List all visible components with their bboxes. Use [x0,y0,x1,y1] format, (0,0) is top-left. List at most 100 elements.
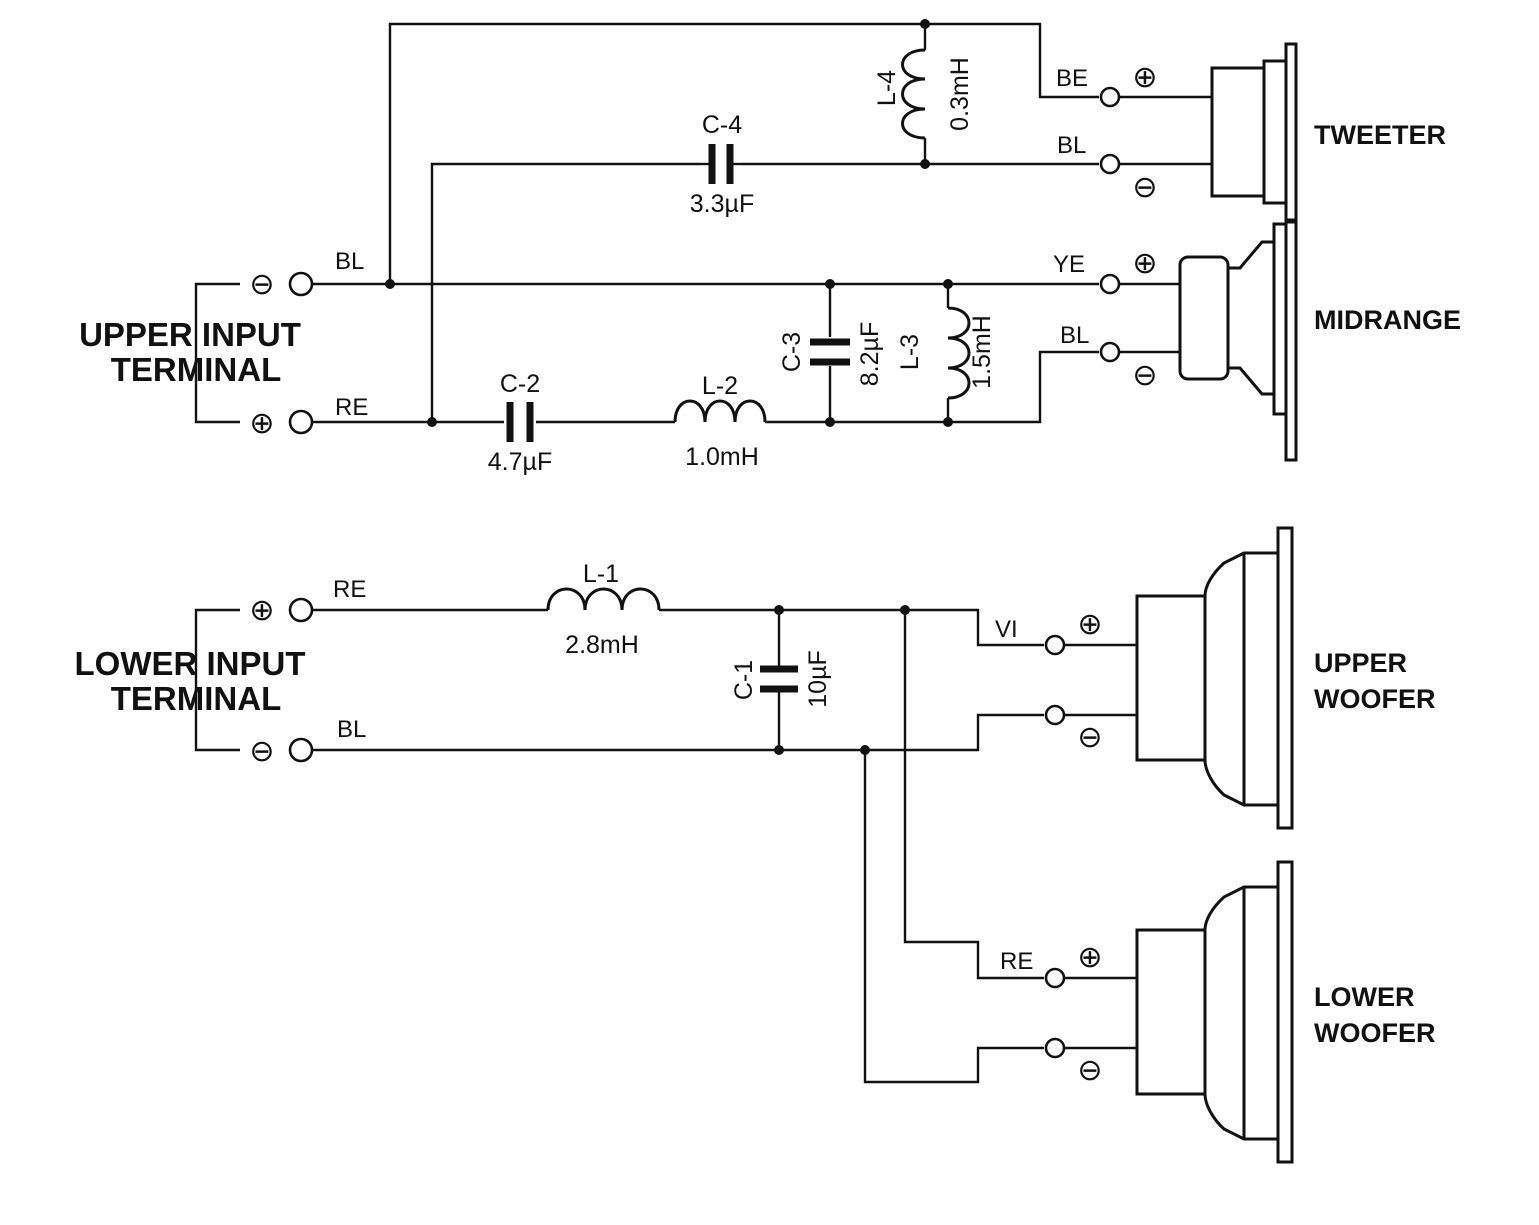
upper-woofer-baffle [1276,526,1294,830]
l1-value: 2.8mH [565,631,639,659]
lower-input-plus-symbol: ⊕ [249,594,274,627]
lower-input-minus-terminal [288,737,314,763]
node [385,279,395,289]
upper-input-wire-bl-label: BL [335,248,364,275]
wire-c4-feed [430,162,700,422]
upper-woofer-plus-symbol: ⊕ [1077,608,1102,641]
node [825,279,835,289]
upper-woofer-minus-symbol: ⊖ [1077,721,1102,754]
midrange-label: MIDRANGE [1314,305,1461,335]
capacitor-c3: C-3 8.2µF [778,322,884,386]
node [774,605,784,615]
l3-label: L-3 [896,334,924,370]
upper-woofer-label-line1: UPPER [1314,648,1407,678]
lower-woofer-minus-terminal [1044,1037,1066,1059]
l3-coil [947,306,971,400]
c2-value: 4.7µF [488,448,552,476]
l2-coil [673,399,767,423]
lower-input-bracket [194,608,240,752]
node [900,605,910,615]
l4-value: 0.3mH [946,57,974,131]
lower-woofer-wire-plus-label: RE [1000,948,1033,975]
upper-woofer-minus-terminal [1044,704,1066,726]
node [774,745,784,755]
lower-woofer-plus-terminal [1044,967,1066,989]
midrange-minus-terminal [1099,341,1121,363]
l4-coil [901,48,926,140]
upper-woofer-cone-bottom [1203,759,1278,807]
midrange-wire-plus-label: YE [1053,251,1085,278]
upper-woofer-speaker: VI ⊕ ⊖ UPPER WOOFER [995,526,1436,830]
tweeter-dome [1262,59,1288,205]
node [920,19,930,29]
lower-input-plus-terminal [288,597,314,623]
midrange-baffle [1284,220,1298,462]
c4-value: 3.3µF [690,190,754,218]
upper-woofer-wire-plus-label: VI [995,616,1018,643]
upper-input-title-line1: UPPER INPUT [79,316,301,353]
upper-input-bracket [194,282,240,424]
l1-coil [546,587,661,611]
midrange-minus-symbol: ⊖ [1132,359,1157,392]
midrange-wire-minus-label: BL [1060,322,1089,349]
midrange-cone [1228,240,1276,396]
upper-woofer-cone-top [1203,551,1278,597]
node [825,417,835,427]
midrange-plus-symbol: ⊕ [1132,247,1157,280]
capacitor-c4: C-4 3.3µF [690,111,754,218]
tweeter-baffle [1284,42,1298,222]
inductor-l2: L-2 1.0mH [673,372,767,471]
lower-input-title-line2: TERMINAL [111,680,281,717]
upper-input-title-line2: TERMINAL [111,351,281,388]
upper-input-plus-terminal [288,409,314,435]
c4-label: C-4 [702,111,742,139]
capacitor-c1: C-1 10µF [730,650,832,707]
node [920,159,930,169]
lower-input-wire-bl-label: BL [337,716,366,743]
tweeter-plus-terminal [1099,86,1121,108]
tweeter-label: TWEETER [1314,120,1446,150]
lower-woofer-plus-symbol: ⊕ [1077,941,1102,974]
inductor-l3: L-3 1.5mH [896,306,996,400]
upper-woofer-magnet [1135,594,1207,762]
c1-value: 10µF [804,650,832,707]
lower-woofer-magnet [1135,928,1207,1096]
upper-woofer-label-line2: WOOFER [1314,684,1436,714]
node [427,417,437,427]
lower-woofer-label-line1: LOWER [1314,982,1415,1012]
upper-woofer-plus-terminal [1044,634,1066,656]
wire-tweeter-plus [388,22,1099,284]
inductor-l4: L-4 0.3mH [873,48,974,140]
lower-woofer-minus-symbol: ⊖ [1077,1054,1102,1087]
lower-woofer-baffle [1276,860,1294,1164]
capacitor-c2: C-2 4.7µF [488,370,552,476]
inductor-l1: L-1 2.8mH [546,560,661,659]
lower-input-wire-re-label: RE [333,576,366,603]
wire-woofer-minus [312,713,1044,752]
lower-input-minus-symbol: ⊖ [249,735,274,768]
midrange-magnet [1178,255,1230,381]
upper-input-plus-symbol: ⊕ [249,407,274,440]
wire-lower-woofer-minus [863,750,1044,1084]
l1-label: L-1 [583,560,619,588]
l4-label: L-4 [873,70,901,106]
c3-value: 8.2µF [856,322,884,386]
l2-value: 1.0mH [685,443,759,471]
lower-woofer-label-line2: WOOFER [1314,1018,1436,1048]
upper-input-minus-terminal [288,271,314,297]
l3-value: 1.5mH [968,315,996,389]
tweeter-speaker: BE BL ⊕ ⊖ TWEETER [1056,42,1446,222]
node [860,745,870,755]
upper-input-terminal: UPPER INPUT TERMINAL ⊖ ⊕ BL RE [79,248,368,440]
midrange-plus-terminal [1099,273,1121,295]
l2-label: L-2 [702,372,738,400]
lower-woofer-cone-bottom [1203,1093,1278,1141]
midrange-frame [1272,222,1288,416]
c3-label: C-3 [778,332,806,372]
tweeter-magnet [1210,66,1266,198]
tweeter-minus-symbol: ⊖ [1132,171,1157,204]
lower-input-title-line1: LOWER INPUT [75,645,306,682]
c2-label: C-2 [500,370,540,398]
